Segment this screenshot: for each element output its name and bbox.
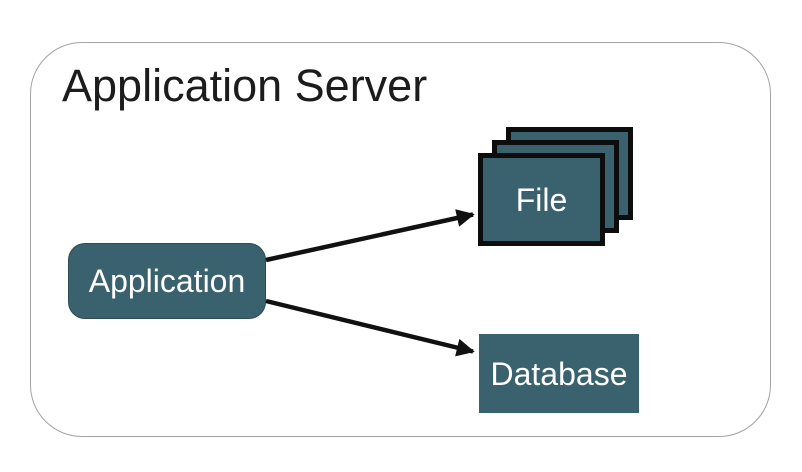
application-server-title: Application Server <box>62 60 428 111</box>
node-database: Database <box>479 334 639 413</box>
node-application: Application <box>68 243 266 319</box>
node-file-label: File <box>515 181 568 218</box>
node-database-label: Database <box>490 355 628 392</box>
node-application-label: Application <box>88 263 246 299</box>
node-file: File <box>478 153 605 246</box>
